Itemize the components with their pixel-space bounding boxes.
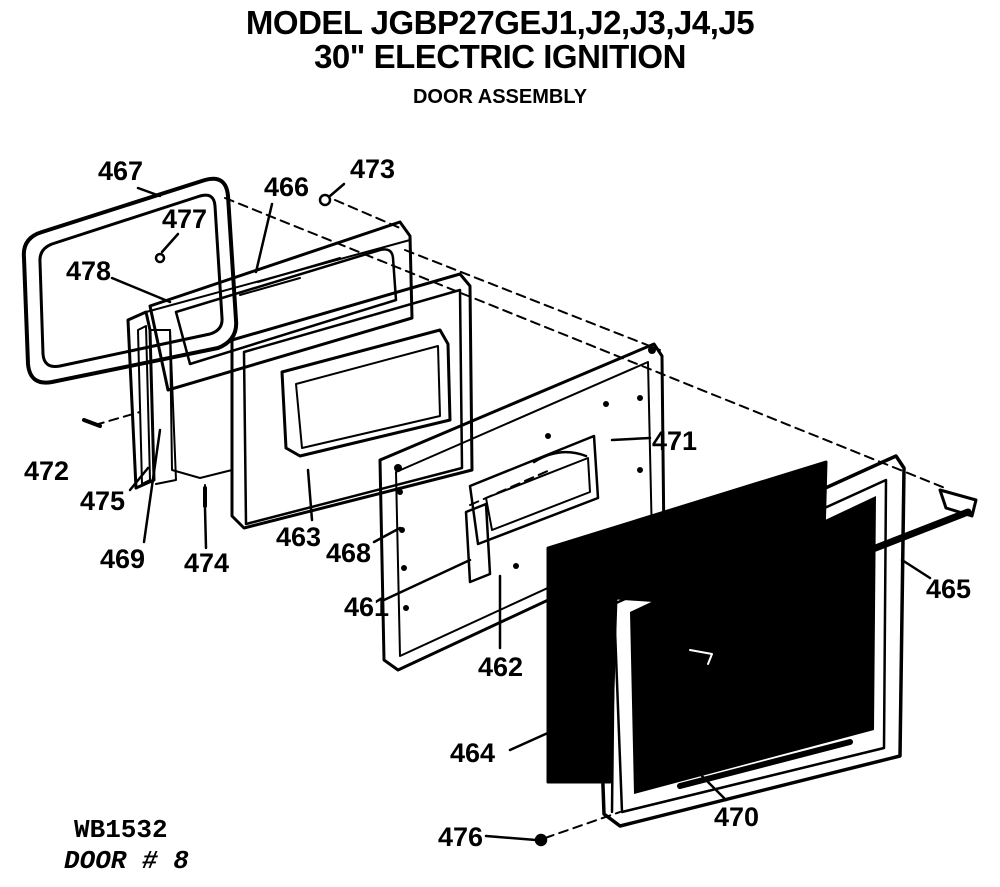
label-471: 471 bbox=[652, 426, 697, 456]
label-472: 472 bbox=[24, 456, 69, 486]
product-title: 30" ELECTRIC IGNITION bbox=[314, 38, 686, 75]
label-473: 473 bbox=[350, 154, 395, 184]
model-title: MODEL JGBP27GEJ1,J2,J3,J4,J5 bbox=[245, 4, 755, 41]
label-464: 464 bbox=[450, 738, 495, 768]
panel-screw-holes bbox=[394, 346, 656, 611]
hardware-screws bbox=[82, 193, 548, 847]
label-477: 477 bbox=[162, 204, 207, 234]
reference-code: WB1532 bbox=[74, 815, 168, 845]
section-title: DOOR ASSEMBLY bbox=[412, 86, 588, 108]
door-code: DOOR # 8 bbox=[64, 846, 189, 876]
label-466: 466 bbox=[264, 172, 309, 202]
label-469: 469 bbox=[100, 544, 145, 574]
label-474: 474 bbox=[184, 548, 229, 578]
insulation-pack bbox=[230, 272, 474, 530]
door-side-frame bbox=[126, 239, 411, 490]
label-463: 463 bbox=[276, 522, 321, 552]
door-inner-panel bbox=[378, 342, 666, 672]
door-handle bbox=[712, 488, 978, 614]
label-478: 478 bbox=[66, 256, 111, 286]
label-476: 476 bbox=[438, 822, 483, 852]
label-465: 465 bbox=[926, 574, 971, 604]
inner-door-liner bbox=[148, 220, 414, 392]
label-462: 462 bbox=[478, 652, 523, 682]
part-number-labels: 467 466 473 477 478 471 472 475 469 474 … bbox=[24, 154, 971, 852]
label-475: 475 bbox=[80, 486, 125, 516]
label-468: 468 bbox=[326, 538, 371, 568]
label-470: 470 bbox=[714, 802, 759, 832]
label-467: 467 bbox=[98, 156, 143, 186]
door-glass-panel bbox=[546, 460, 828, 784]
door-gasket bbox=[21, 176, 239, 385]
outer-door-frame bbox=[594, 454, 906, 828]
label-461: 461 bbox=[344, 592, 389, 622]
leader-lines bbox=[110, 182, 932, 842]
